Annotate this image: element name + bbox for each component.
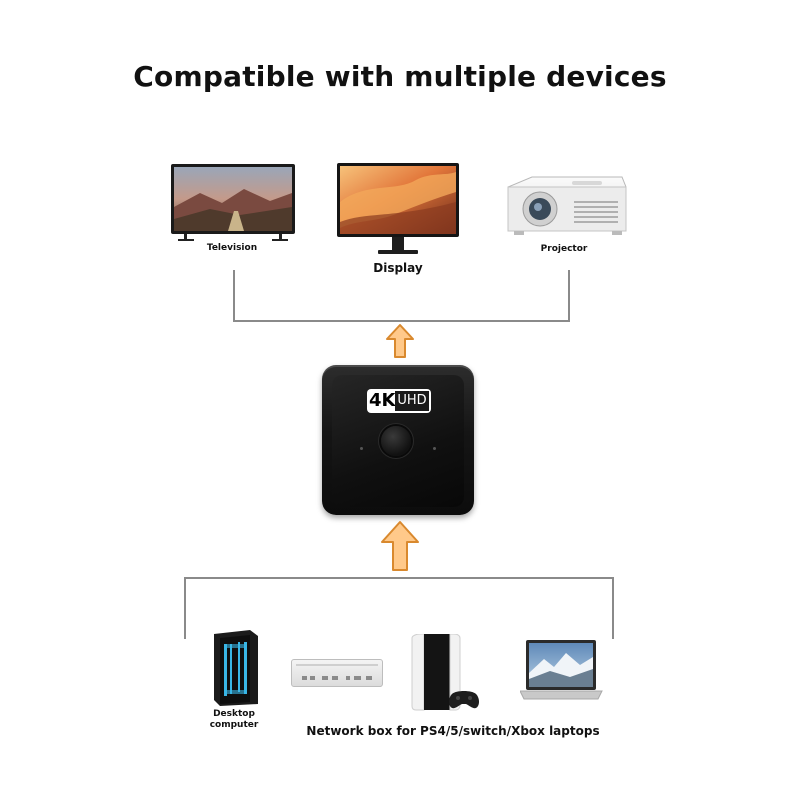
up-arrow-icon bbox=[386, 324, 414, 358]
desktop-computer-label: Desktop computer bbox=[209, 709, 259, 730]
input-connector-right bbox=[612, 577, 614, 639]
badge-4k-text: 4K bbox=[369, 390, 396, 411]
network-box-icon bbox=[291, 659, 383, 687]
television-icon bbox=[171, 164, 295, 241]
page-title: Compatible with multiple devices bbox=[133, 60, 667, 93]
game-console-icon bbox=[411, 634, 479, 711]
led-left bbox=[360, 447, 363, 450]
uhd-badge: 4K UHD bbox=[367, 389, 431, 413]
projector-label: Projector bbox=[540, 244, 588, 254]
display-icon bbox=[337, 163, 459, 254]
output-connector-left bbox=[233, 270, 235, 322]
television-label: Television bbox=[206, 243, 258, 253]
input-connector-bar bbox=[184, 577, 614, 579]
input-devices-caption: Network box for PS4/5/switch/Xbox laptop… bbox=[306, 724, 600, 738]
hdmi-switch-device: 4K UHD bbox=[322, 365, 474, 515]
projector-icon bbox=[507, 176, 627, 235]
output-connector-right bbox=[568, 270, 570, 322]
led-right bbox=[433, 447, 436, 450]
input-connector-left bbox=[184, 577, 186, 639]
laptop-icon bbox=[520, 640, 603, 700]
output-connector-bar bbox=[233, 320, 570, 322]
up-arrow-icon bbox=[381, 521, 419, 571]
badge-uhd-text: UHD bbox=[395, 391, 429, 411]
desktop-computer-icon bbox=[214, 630, 258, 706]
display-label: Display bbox=[373, 261, 423, 275]
switch-button bbox=[381, 426, 411, 456]
